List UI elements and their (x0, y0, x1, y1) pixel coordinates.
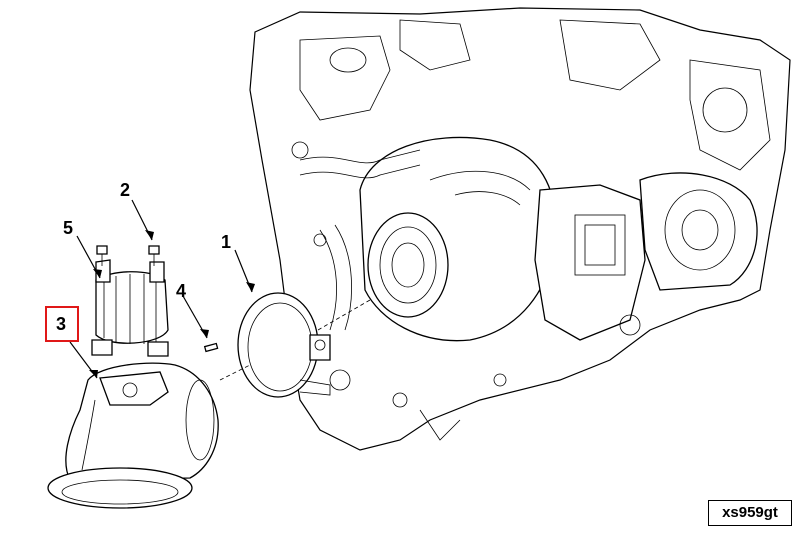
elbow-adapter-part-3 (47, 362, 219, 509)
v-band-clamp-part-1 (237, 292, 331, 398)
callout-label-4: 4 (176, 281, 187, 301)
alignment-lines (219, 299, 371, 381)
leader-lines (69, 199, 255, 379)
callout-label-2: 2 (120, 180, 131, 200)
callout-label-1: 1 (221, 232, 232, 252)
heat-shield-part-5 (91, 259, 169, 357)
callout-label-5: 5 (63, 218, 74, 238)
bolts-part-2 (96, 245, 160, 266)
callout-highlight-box (45, 306, 79, 342)
engine-turbo-assembly (249, 7, 791, 451)
figure-code-label: xs959gt (708, 500, 792, 526)
callout-label-3: 3 (56, 314, 67, 334)
pin-part-4 (203, 342, 219, 353)
